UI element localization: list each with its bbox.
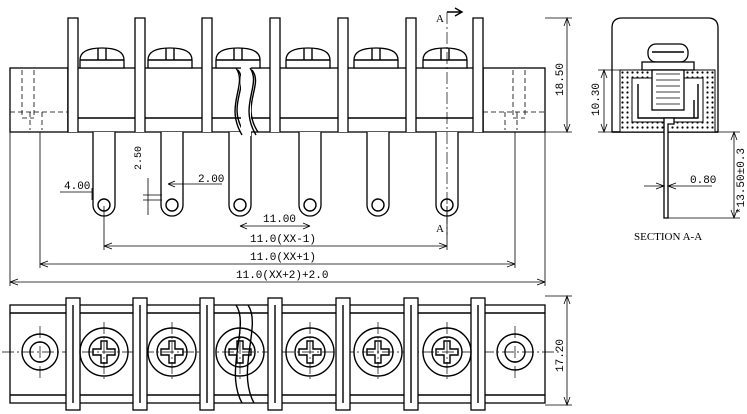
left-ear [9,67,69,133]
pin [228,132,252,217]
break-line [236,69,245,133]
pin [298,132,322,217]
screw-head [215,47,261,69]
barrier [405,17,417,132]
bottom-view: 17.20 [2,294,572,411]
dim-section-height: 10.30 [591,83,603,116]
front-screw-heads [79,47,468,69]
bottom-barriers [65,297,486,411]
dim-pin-offset: 2.50 [134,146,145,170]
barrier [472,17,484,132]
front-view: A A 18.50 2.50 2.00 4.00 11.00 11.0(XX-1… [9,7,572,286]
barrier [269,17,281,132]
barrier [67,17,79,132]
screw-head [147,47,193,69]
screw-head [79,47,125,69]
pin [160,132,184,217]
section-pin [663,117,675,219]
dim-overall-height: 18.50 [555,63,567,96]
dim-body-width: 4.00 [64,181,90,193]
dim-pin-thickness: 0.80 [690,175,716,187]
section-mark-bottom: A [436,223,444,235]
dim-pin-width: 2.00 [198,174,224,186]
pin [92,132,116,217]
section-label: SECTION A-A [634,231,702,243]
screw-head [353,47,399,69]
dim-span-total: 11.0(XX+2)+2.0 [236,270,328,282]
dim-span-xx-plus-1: 11.0(XX+1) [250,252,316,264]
dim-pin-length: *13.50±0.3 [736,148,747,214]
barrier [337,17,349,132]
screw-head [422,47,468,69]
screw-head [285,47,331,69]
dim-pitch: 11.00 [263,214,296,226]
front-barriers [67,17,484,132]
right-ear [482,67,546,133]
section-mark-top: A [436,13,444,25]
pin [366,132,390,217]
barrier [201,17,213,132]
dim-bottom-height: 17.20 [555,339,567,372]
barrier [134,17,146,132]
section-view: 10.30 0.80 *13.50±0.3 SECTION A-A [591,17,747,243]
dim-span-xx-minus-1: 11.0(XX-1) [250,234,316,246]
